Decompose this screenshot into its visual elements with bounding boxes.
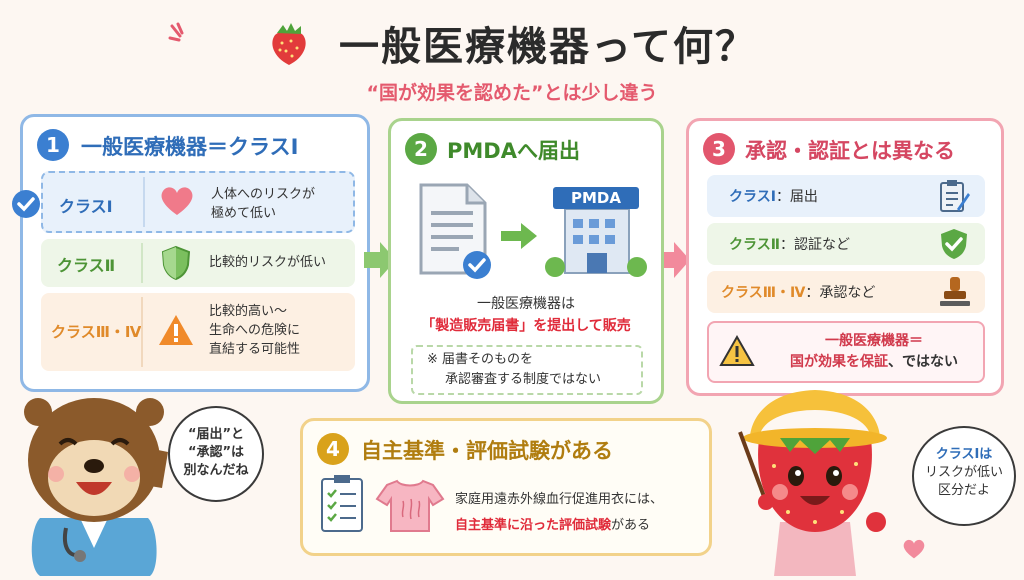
row-text-line: 直結する可能性 (209, 342, 301, 357)
row-label: クラスⅢ・Ⅳ (721, 285, 806, 301)
row-class1: クラスⅠ：届出 (707, 175, 985, 217)
note-line: 一般医療機器＝ (825, 333, 923, 349)
shield-check-icon (939, 227, 969, 265)
row-text: ：届出 (775, 189, 818, 205)
note-box: ※ 届書そのものを 承認審査する制度ではない (411, 345, 643, 395)
building-sign: PMDA (553, 187, 639, 209)
checklist-icon (319, 473, 369, 539)
otter-speech-bubble: “届出”と “承認”は 別なんだね (168, 406, 264, 502)
pmda-building-icon: PMDA (543, 183, 647, 279)
panel-pmda-notification: 2 PMDAへ届出 PMDA 一般医療機器は 「製造販売届書」を提出して販売 ※ (388, 118, 664, 404)
note-line: ※ 届書そのものを (427, 352, 534, 367)
row-content: クラスⅠ：届出 (729, 186, 818, 206)
arrow-right-icon (656, 240, 692, 284)
warning-icon (719, 334, 755, 371)
panel-body: 家庭用遠赤外線血行促進用衣には、 自主基準に沿った評価試験がある (455, 487, 663, 539)
panel-body: 一般医療機器は 「製造販売届書」を提出して販売 (391, 293, 661, 337)
body-line: がある (611, 518, 651, 533)
warning-icon (157, 313, 195, 351)
arrow-right-icon (499, 221, 539, 255)
step-number: 2 (405, 133, 437, 165)
row-text: ：認証など (779, 237, 850, 253)
speech-line: “届出”と (187, 427, 245, 442)
row-text-line: 極めて低い (211, 206, 277, 221)
body-line-highlight: 「製造販売届書」を提出して販売 (421, 318, 631, 334)
row-content: クラスⅢ・Ⅳ：承認など (721, 282, 875, 302)
otter-doctor-illustration (10, 378, 180, 580)
row-text: ：承認など (805, 285, 876, 301)
step-number: 4 (317, 433, 349, 465)
note-line: 承認審査する制度ではない (445, 372, 602, 387)
body-line: 一般医療機器は (477, 296, 575, 312)
row-class1: クラスⅠ 人体へのリスクが 極めて低い (41, 171, 355, 233)
row-class3-4: クラスⅢ・Ⅳ 比較的高い～ 生命への危険に 直結する可能性 (41, 293, 355, 371)
row-label: クラスⅠ (729, 189, 776, 205)
heart-icon (159, 185, 195, 221)
warning-note-box: 一般医療機器＝ 国が効果を保証、ではない (707, 321, 985, 383)
speech-line: 別なんだね (183, 463, 249, 478)
strawberry-speech-bubble: クラスⅠは リスクが低い 区分だよ (912, 426, 1016, 526)
shirt-icon (375, 477, 445, 539)
row-text-line: 比較的高い～ (209, 304, 288, 319)
check-circle-icon (11, 189, 41, 223)
stamp-icon (937, 275, 973, 313)
heart-icon (902, 538, 926, 564)
row-text: 比較的リスクが低い (209, 255, 327, 270)
row-text-line: 生命への危険に (209, 323, 301, 338)
speech-line: リスクが低い (924, 465, 1003, 480)
row-text: 比較的高い～ 生命への危険に 直結する可能性 (209, 302, 300, 359)
page-title: 一般医療機器って何？ (338, 24, 757, 70)
strawberry-character-illustration (730, 372, 900, 580)
sparkle-icon (168, 22, 192, 56)
body-highlight: 自主基準に沿った評価試験 (455, 518, 612, 533)
note-highlight: 国が効果を保証 (790, 354, 888, 370)
panel-title: 一般医療機器＝クラスⅠ (81, 135, 299, 159)
panel-voluntary-standards: 4 自主基準・評価試験がある 家庭用遠赤外線血行促進用衣には、 自主基準に沿った… (300, 418, 712, 556)
body-line: 家庭用遠赤外線血行促進用衣には、 (455, 492, 664, 507)
warning-note-text: 一般医療機器＝ 国が効果を保証、ではない (767, 331, 981, 373)
clipboard-icon (937, 179, 971, 217)
step-number: 3 (703, 133, 735, 165)
strawberry-icon (267, 21, 311, 77)
note-line: 、ではない (888, 354, 958, 370)
shield-icon (161, 245, 191, 285)
row-text: 人体へのリスクが 極めて低い (211, 185, 315, 223)
row-label: クラスⅡ (57, 256, 116, 275)
speech-line: “承認”は (187, 445, 245, 460)
panel-title: 自主基準・評価試験がある (361, 439, 613, 463)
row-class2: クラスⅡ：認証など (707, 223, 985, 265)
row-text-line: 人体へのリスクが (211, 187, 316, 202)
document-icon (415, 181, 495, 285)
speech-line: クラスⅠは (935, 447, 993, 462)
row-label: クラスⅠ (59, 197, 113, 216)
row-label: クラスⅢ・Ⅳ (51, 323, 142, 341)
row-class2: クラスⅡ 比較的リスクが低い (41, 239, 355, 287)
subtitle: “国が効果を認めた”とは少し違う (366, 82, 658, 104)
page-title-wrap: 一般医療機器って何？ (0, 14, 1024, 77)
step-number: 1 (37, 129, 69, 161)
panel-title: PMDAへ届出 (447, 139, 580, 163)
row-class3-4: クラスⅢ・Ⅳ：承認など (707, 271, 985, 313)
row-content: クラスⅡ：認証など (729, 234, 850, 254)
speech-line: 区分だよ (937, 483, 990, 498)
panel-class-overview: 1 一般医療機器＝クラスⅠ クラスⅠ 人体へのリスクが 極めて低い クラスⅡ 比… (12, 114, 370, 392)
panel-title: 承認・認証とは異なる (745, 139, 955, 163)
row-label: クラスⅡ (729, 237, 780, 253)
panel-approval-difference: 3 承認・認証とは異なる クラスⅠ：届出 クラスⅡ：認証など クラスⅢ・Ⅳ：承認… (686, 118, 1004, 396)
